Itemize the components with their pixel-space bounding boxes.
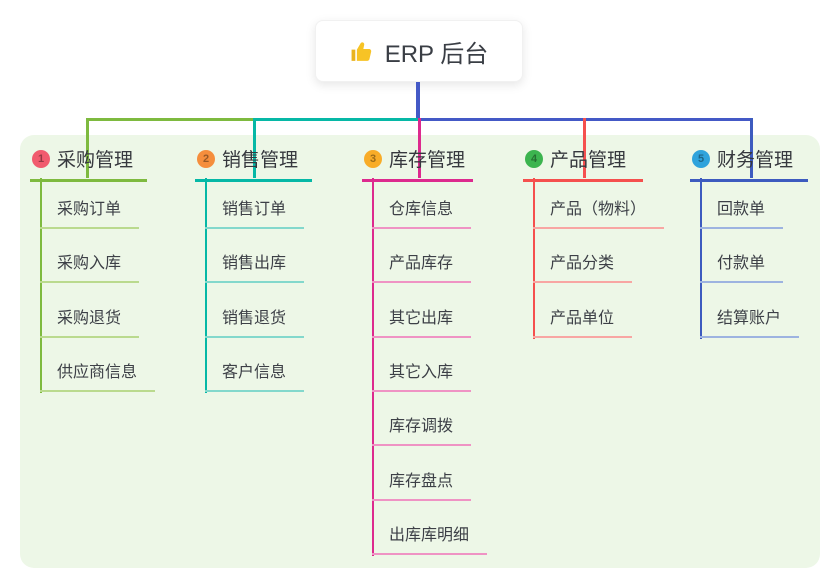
thumbs-up-icon	[350, 39, 375, 64]
child-node[interactable]: 结算账户	[700, 308, 800, 338]
branch-label: 销售管理	[222, 150, 299, 171]
bus-segment-green	[86, 118, 253, 121]
branch-trunk-line	[700, 178, 702, 339]
branch-trunk-line	[40, 178, 42, 393]
child-node[interactable]: 客户信息	[205, 362, 305, 392]
root-connector-vertical	[416, 82, 420, 118]
branch-drop-line	[253, 118, 256, 178]
child-node[interactable]: 销售订单	[205, 199, 305, 229]
branch-trunk-line	[205, 178, 207, 393]
branch-node-1[interactable]: 1 采购管理	[30, 145, 147, 182]
branch-drop-line	[750, 118, 753, 178]
mindmap-background-panel	[20, 135, 820, 568]
child-node[interactable]: 产品库存	[372, 253, 472, 283]
child-node[interactable]: 仓库信息	[372, 199, 472, 229]
branch-number-badge: 1	[32, 149, 50, 168]
branch-number-badge: 5	[692, 149, 710, 168]
child-node[interactable]: 付款单	[700, 253, 784, 283]
child-node[interactable]: 出库库明细	[372, 525, 488, 555]
branch-number-badge: 4	[525, 149, 543, 168]
child-node[interactable]: 库存调拨	[372, 416, 472, 446]
branch-node-4[interactable]: 4 产品管理	[523, 145, 643, 182]
root-node-erp[interactable]: ERP 后台	[315, 20, 523, 82]
child-node[interactable]: 采购退货	[40, 308, 140, 338]
branch-node-5[interactable]: 5 财务管理	[690, 145, 808, 182]
branch-drop-line	[583, 118, 586, 178]
child-node[interactable]: 回款单	[700, 199, 784, 229]
branch-node-3[interactable]: 3 库存管理	[362, 145, 473, 182]
branch-label: 产品管理	[550, 150, 627, 171]
bus-segment-teal	[253, 118, 418, 121]
child-node[interactable]: 采购订单	[40, 199, 140, 229]
child-node[interactable]: 产品分类	[533, 253, 633, 283]
child-node[interactable]: 库存盘点	[372, 471, 472, 501]
child-node[interactable]: 供应商信息	[40, 362, 156, 392]
child-node[interactable]: 产品单位	[533, 308, 633, 338]
child-node[interactable]: 采购入库	[40, 253, 140, 283]
root-node-label: ERP 后台	[384, 40, 489, 68]
branch-number-badge: 2	[197, 149, 215, 168]
child-node[interactable]: 销售出库	[205, 253, 305, 283]
child-node[interactable]: 销售退货	[205, 308, 305, 338]
branch-trunk-line	[372, 178, 374, 556]
branch-node-2[interactable]: 2 销售管理	[195, 145, 312, 182]
branch-label: 采购管理	[57, 150, 134, 171]
branch-drop-line	[86, 118, 89, 178]
child-node[interactable]: 其它入库	[372, 362, 472, 392]
branch-label: 财务管理	[717, 150, 794, 171]
branch-number-badge: 3	[364, 149, 382, 168]
branch-drop-line	[418, 118, 421, 178]
branch-trunk-line	[533, 178, 535, 339]
child-node[interactable]: 其它出库	[372, 308, 472, 338]
branch-label: 库存管理	[389, 150, 466, 171]
child-node[interactable]: 产品（物料）	[533, 199, 665, 229]
